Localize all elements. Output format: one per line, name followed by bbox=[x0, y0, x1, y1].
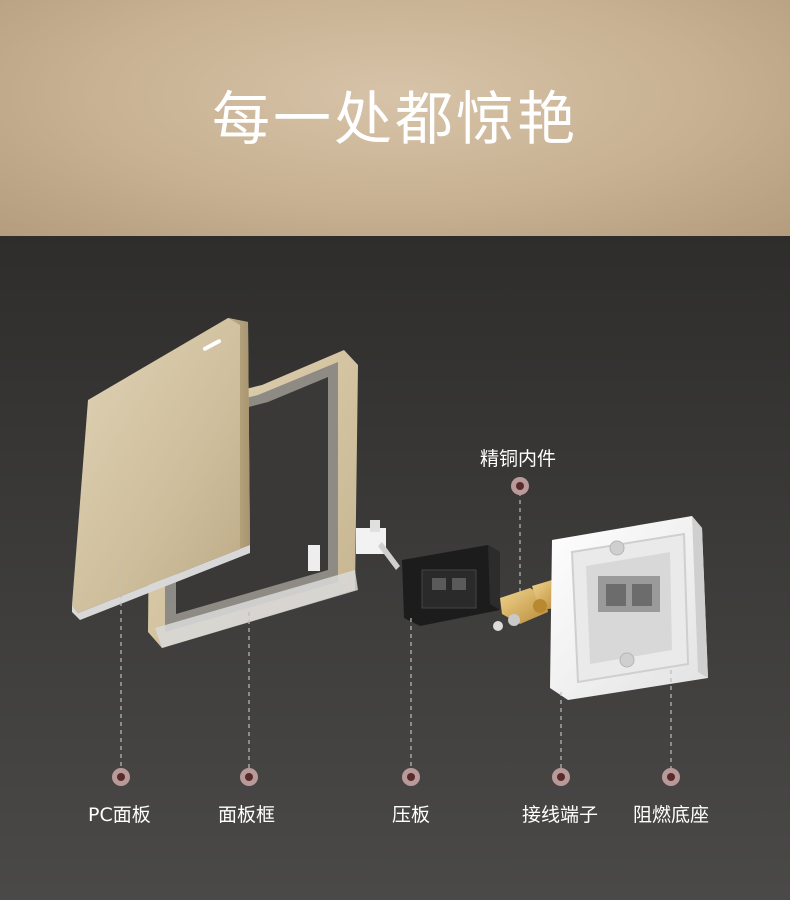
base-illustration bbox=[550, 516, 708, 700]
marker-pc-panel bbox=[112, 768, 130, 786]
marker-base bbox=[662, 768, 680, 786]
leader-lines bbox=[120, 492, 672, 772]
pc-panel-illustration bbox=[72, 318, 250, 620]
label-base: 阻燃底座 bbox=[633, 804, 710, 826]
marker-panel-frame bbox=[240, 768, 258, 786]
connector-pin-illustration bbox=[308, 520, 400, 571]
press-plate-illustration bbox=[402, 545, 500, 626]
header-banner: 每一处都惊艳 bbox=[0, 0, 790, 236]
page-title: 每一处都惊艳 bbox=[211, 85, 578, 153]
marker-copper bbox=[511, 477, 529, 495]
label-copper-parts: 精铜内件 bbox=[480, 448, 557, 470]
marker-press-plate bbox=[402, 768, 420, 786]
label-pc-panel: PC面板 bbox=[88, 804, 151, 826]
label-press-plate: 压板 bbox=[392, 804, 431, 826]
callout-markers bbox=[112, 477, 680, 786]
marker-terminal bbox=[552, 768, 570, 786]
label-panel-frame: 面板框 bbox=[218, 804, 276, 826]
label-terminal: 接线端子 bbox=[522, 804, 599, 826]
